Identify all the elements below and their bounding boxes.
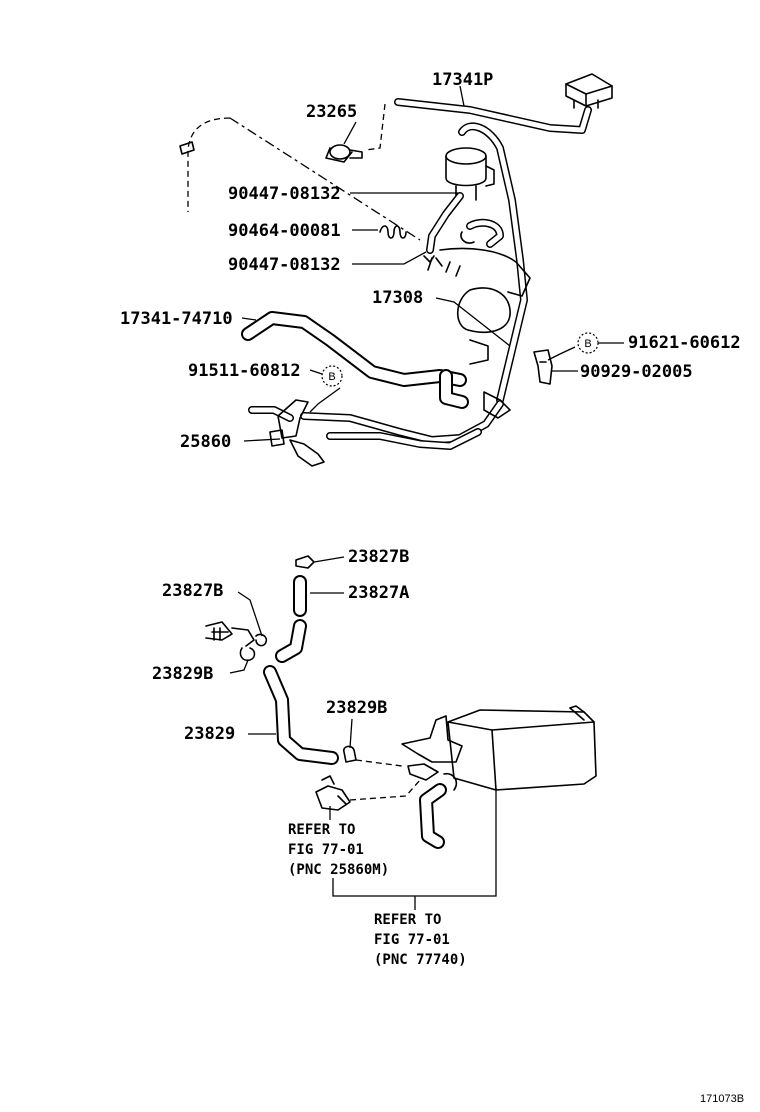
svg-text:FIG 77-01: FIG 77-01 xyxy=(374,932,450,948)
clip-90447-lower xyxy=(423,255,443,267)
callout-B-1: B xyxy=(577,332,599,354)
dash-vsv xyxy=(349,779,421,801)
label-90447-08132-a: 90447-08132 xyxy=(228,184,341,204)
hose-lower xyxy=(248,391,511,450)
label-23829: 23829 xyxy=(184,724,235,744)
dash-center-line xyxy=(229,117,421,241)
diagram-code: 171073B xyxy=(700,1093,744,1105)
label-17308: 17308 xyxy=(372,288,423,308)
clip-left-23827B xyxy=(205,621,268,662)
label-91511-60812: 91511-60812 xyxy=(188,361,301,381)
svg-text:B: B xyxy=(328,371,335,383)
dash-left-harness xyxy=(187,117,231,212)
svg-text:REFER TO: REFER TO xyxy=(288,822,355,838)
label-90447-08132-b: 90447-08132 xyxy=(228,255,341,275)
label-25860: 25860 xyxy=(180,432,231,452)
label-91621-60612: 91621-60612 xyxy=(628,333,741,353)
svg-text:FIG 77-01: FIG 77-01 xyxy=(288,842,364,858)
bracket-90929 xyxy=(533,349,553,385)
label-23827B-left: 23827B xyxy=(162,581,223,601)
svg-text:REFER TO: REFER TO xyxy=(374,912,441,928)
label-90929-02005: 90929-02005 xyxy=(580,362,693,382)
dash-23265 xyxy=(365,103,386,151)
vsv-25860 xyxy=(269,399,325,467)
dash-23829B xyxy=(355,759,403,767)
reference-note-1: REFER TO FIG 77-01 (PNC 25860M) xyxy=(288,822,389,878)
hose-bent-23827 xyxy=(275,619,307,663)
clamp-23829B-mid xyxy=(342,745,357,763)
vsv-17308-top xyxy=(445,147,495,201)
svg-text:(PNC 77740): (PNC 77740) xyxy=(374,952,467,968)
label-17341-74710: 17341-74710 xyxy=(120,309,233,329)
label-17341P: 17341P xyxy=(432,70,493,90)
leader-lines xyxy=(229,85,624,749)
label-23265: 23265 xyxy=(306,102,357,122)
hose-small-90447 xyxy=(426,192,504,254)
bracket-17308 xyxy=(427,247,531,365)
svg-text:B: B xyxy=(584,338,591,350)
hose-main xyxy=(458,122,528,404)
hose-17341P xyxy=(394,98,592,134)
vsv-lower xyxy=(315,775,351,811)
label-23827A: 23827A xyxy=(348,583,409,603)
charcoal-canister xyxy=(401,705,597,791)
hose-17341-74710 xyxy=(241,311,469,409)
svg-text:(PNC 25860M): (PNC 25860M) xyxy=(288,862,389,878)
clamp-spring-90464 xyxy=(379,225,407,239)
label-23829B-mid: 23829B xyxy=(326,698,387,718)
connector-left xyxy=(179,141,195,155)
reference-note-2: REFER TO FIG 77-01 (PNC 77740) xyxy=(374,912,467,968)
label-90464-00081: 90464-00081 xyxy=(228,221,341,241)
connector-top-right xyxy=(565,73,613,109)
fitting-23265 xyxy=(325,144,363,163)
label-23827B-top: 23827B xyxy=(348,547,409,567)
connector-23827B-top xyxy=(295,555,315,569)
hose-23829 xyxy=(263,665,339,765)
hose-canister-outlet xyxy=(419,783,447,849)
callout-B-2: B xyxy=(321,365,343,387)
label-23829B-left: 23829B xyxy=(152,664,213,684)
